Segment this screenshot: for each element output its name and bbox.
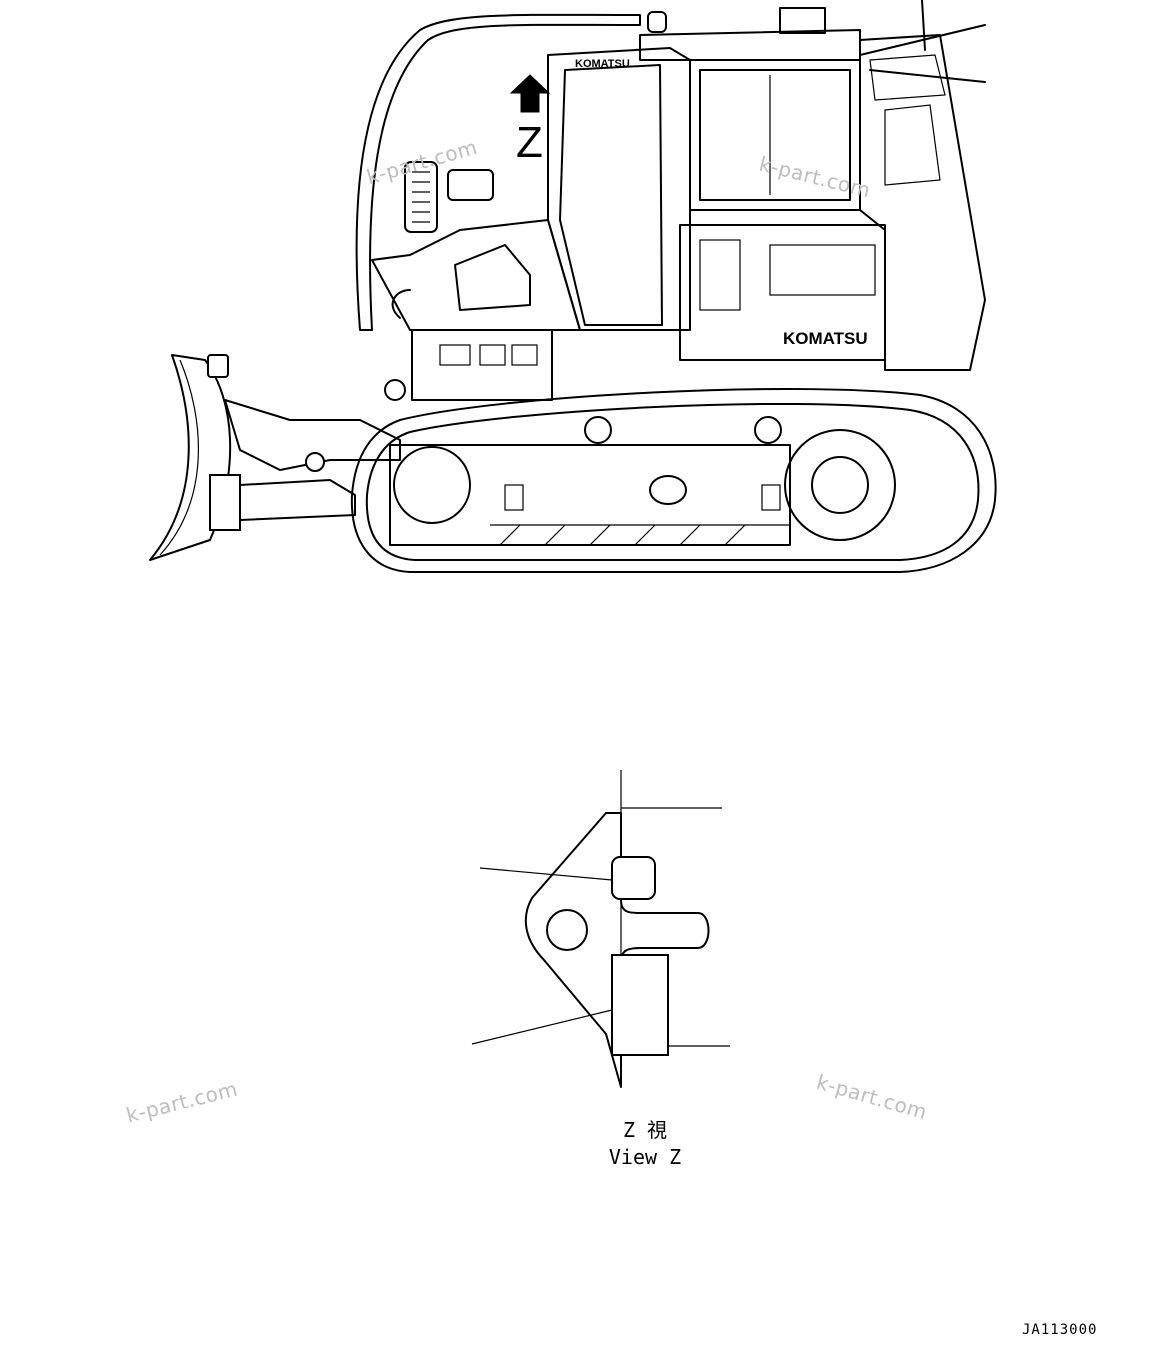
cab-logo-text: KOMATSU bbox=[575, 58, 630, 70]
carrier-roller-rear bbox=[754, 416, 782, 444]
lift-frame bbox=[224, 399, 401, 471]
engine-hood bbox=[371, 219, 581, 331]
operator-cab bbox=[547, 47, 691, 331]
document-id: JA113000 bbox=[1022, 1322, 1098, 1338]
view-z-marker bbox=[509, 74, 551, 113]
idler-wheel bbox=[393, 446, 471, 524]
track-chain bbox=[350, 388, 997, 573]
view-z-detail bbox=[471, 770, 730, 1088]
view-label-jp: Z 視 bbox=[622, 1118, 668, 1142]
sprocket-wheel bbox=[784, 429, 896, 541]
leader-line-lower bbox=[471, 1009, 613, 1045]
up-arrow-icon bbox=[509, 74, 551, 113]
bracket-plate bbox=[524, 812, 710, 1088]
dozer-blade bbox=[149, 354, 232, 561]
track-frame bbox=[389, 444, 791, 546]
cab-window-front bbox=[559, 64, 663, 326]
bracket-hole bbox=[546, 909, 588, 951]
decal-large bbox=[611, 954, 669, 1056]
body-logo-text: KOMATSU bbox=[783, 329, 868, 348]
carrier-roller-front bbox=[584, 416, 612, 444]
rear-housing bbox=[859, 34, 986, 371]
leader-line-upper bbox=[479, 867, 613, 881]
cab-side-window bbox=[699, 69, 851, 201]
rops-frame bbox=[355, 13, 641, 331]
hood-panel bbox=[454, 244, 531, 311]
bulldozer-side-view: KOMATSU KOMATSU bbox=[149, 0, 997, 573]
lift-cylinder bbox=[239, 479, 356, 521]
decal-small bbox=[611, 856, 656, 900]
view-z-letter: Z bbox=[516, 118, 543, 167]
view-label-en: View Z bbox=[608, 1145, 682, 1169]
